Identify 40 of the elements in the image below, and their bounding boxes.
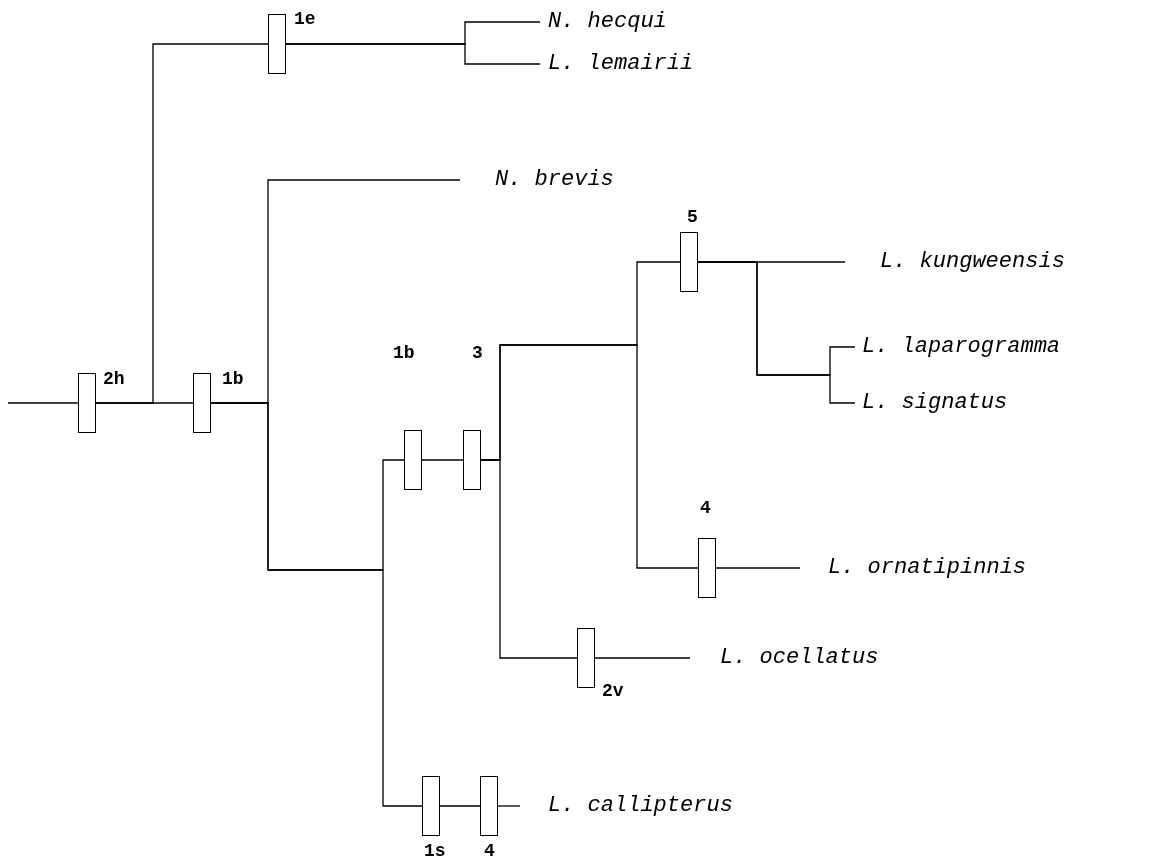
character-label: 4 [700,497,711,519]
character-bar [268,14,286,74]
branch-line [285,43,541,65]
character-bar [422,776,440,836]
character-bar [480,776,498,836]
branch-line [715,567,801,569]
branch-line [497,805,521,807]
branch-line [594,657,691,659]
character-bar [577,628,595,688]
character-label: 4 [484,840,495,862]
taxon-name: L. laparogramma [855,334,1061,360]
character-label: 1b [222,368,244,390]
character-bar [463,430,481,490]
taxon-name: L. signatus [855,390,1008,416]
branch-line [439,805,481,807]
branch-line [421,459,464,461]
branch-line [697,261,856,404]
taxon-name: L. ornatipinnis [800,555,1027,581]
character-label: 2v [602,680,624,702]
character-bar [193,373,211,433]
taxon-name: L. callipterus [520,793,733,819]
taxon-name: N. hecqui [540,9,667,35]
branch-line [210,402,423,807]
character-bar [78,373,96,433]
branch-line [95,402,194,404]
taxon-name: L. lemairii [540,51,694,77]
character-label: 5 [687,206,698,228]
taxon-name: N. brevis [460,167,614,193]
taxon-name: L. ocellatus [690,645,879,671]
character-bar [698,538,716,598]
character-label: 1b [393,342,415,364]
character-bar [680,232,698,292]
character-label: 2h [103,368,125,390]
taxon-name: L. kungweensis [845,249,1065,275]
branch-line [480,459,578,659]
character-label: 1e [294,8,316,30]
character-bar [404,430,422,490]
character-label: 1s [424,840,446,862]
branch-line [7,402,79,404]
character-label: 3 [472,342,483,364]
